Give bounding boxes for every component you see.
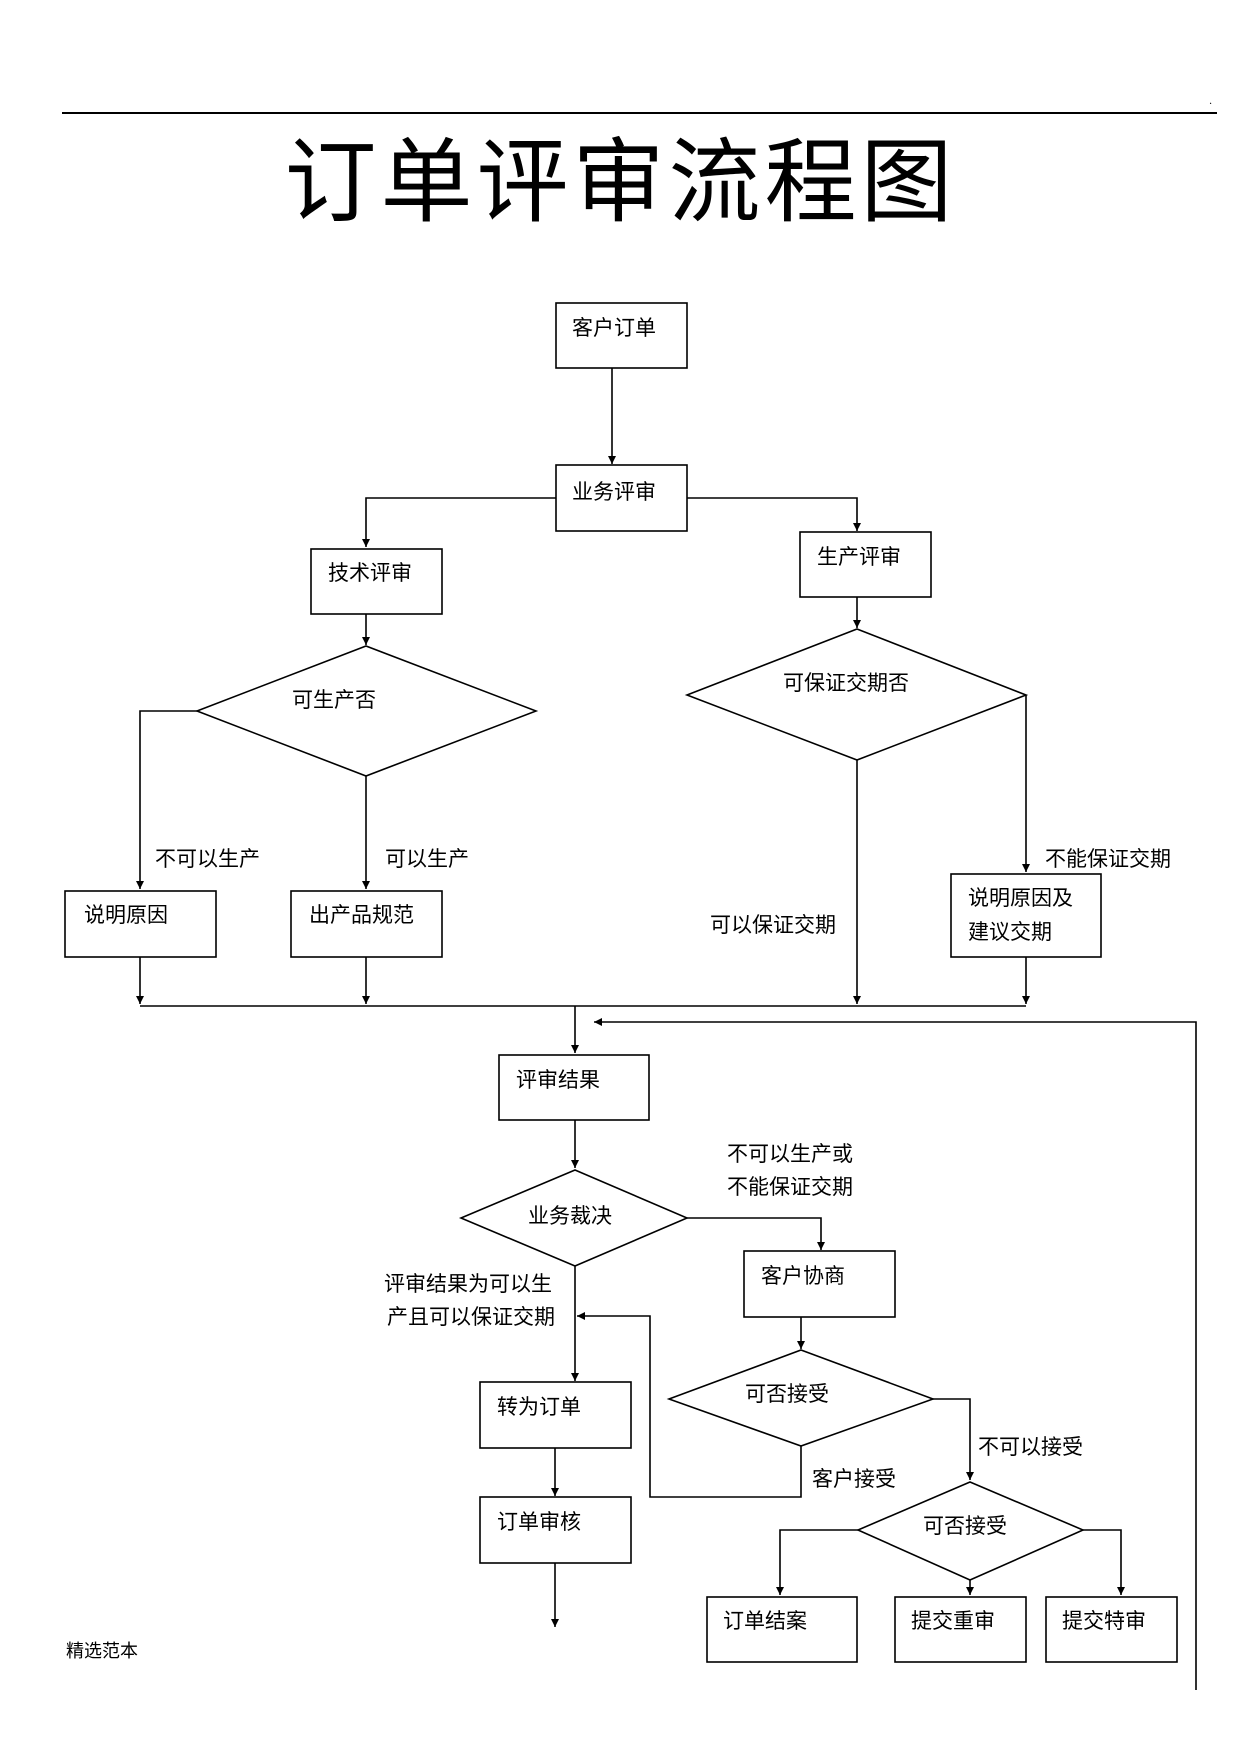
label-negative-1: 不可以生产或 bbox=[727, 1142, 853, 1166]
edge-customer-accepts bbox=[577, 1312, 802, 1498]
node-acceptable-2-diamond bbox=[856, 1481, 1086, 1581]
page-title: 订单评审流程图 bbox=[284, 129, 957, 236]
edge-cannot-produce bbox=[136, 710, 197, 889]
node-customer-negotiation bbox=[743, 1250, 896, 1318]
footer-text: 精选范本 bbox=[66, 1641, 138, 1662]
node-customer-order bbox=[555, 302, 688, 369]
label-cannot-guarantee: 不能保证交期 bbox=[1045, 847, 1171, 871]
header-rule bbox=[62, 112, 1217, 114]
edge-to-special-review bbox=[1083, 1529, 1125, 1595]
nodes bbox=[64, 302, 1178, 1663]
connectors bbox=[136, 368, 1197, 1690]
label-convert-order: 转为订单 bbox=[497, 1395, 581, 1419]
label-cannot-produce: 不可以生产 bbox=[155, 847, 260, 871]
label-not-acceptable: 不可以接受 bbox=[978, 1435, 1083, 1459]
label-customer-negotiation: 客户协商 bbox=[761, 1264, 845, 1288]
label-submit-re-review: 提交重审 bbox=[911, 1609, 995, 1633]
label-positive-2: 产且可以保证交期 bbox=[387, 1305, 555, 1329]
node-production-review bbox=[799, 531, 932, 598]
node-review-result bbox=[498, 1054, 650, 1121]
label-acceptable-2: 可否接受 bbox=[923, 1514, 1007, 1538]
node-submit-re-review bbox=[894, 1596, 1027, 1663]
node-explain-reason bbox=[64, 890, 217, 958]
node-order-audit bbox=[479, 1496, 632, 1564]
label-order-audit: 订单审核 bbox=[497, 1510, 581, 1534]
label-explain-reason: 说明原因 bbox=[84, 903, 168, 927]
edge-business-to-tech bbox=[362, 497, 556, 547]
label-explain-suggest-1: 说明原因及 bbox=[968, 886, 1073, 910]
edge-not-acceptable bbox=[933, 1398, 974, 1480]
edge-feedback-loop bbox=[594, 1018, 1197, 1690]
node-acceptable-1-diamond bbox=[666, 1349, 936, 1447]
node-business-review bbox=[555, 464, 688, 532]
label-business-review: 业务评审 bbox=[572, 480, 656, 504]
label-can-guarantee: 可保证交期否 bbox=[783, 671, 909, 695]
label-submit-special-review: 提交特审 bbox=[1062, 1609, 1146, 1633]
label-can-produce-yes: 可以生产 bbox=[385, 847, 469, 871]
label-tech-review: 技术评审 bbox=[328, 561, 412, 585]
edge-to-closed bbox=[776, 1529, 858, 1595]
node-can-produce-diamond bbox=[194, 645, 539, 777]
label-product-spec: 出产品规范 bbox=[309, 903, 414, 927]
edge-decision-to-negotiation bbox=[687, 1217, 825, 1250]
label-production-review: 生产评审 bbox=[817, 545, 901, 569]
label-review-result: 评审结果 bbox=[516, 1068, 600, 1092]
node-order-closed bbox=[706, 1596, 858, 1663]
label-acceptable-1: 可否接受 bbox=[745, 1382, 829, 1406]
label-customer-order: 客户订单 bbox=[572, 316, 656, 340]
label-can-guarantee: 可以保证交期 bbox=[710, 913, 836, 937]
edge-business-to-production bbox=[687, 497, 861, 531]
node-labels: 客户订单 业务评审 技术评审 生产评审 可生产否 可保证交期否 说明原因 出产品… bbox=[84, 316, 1146, 1633]
edge-labels: 不可以生产 可以生产 不能保证交期 可以保证交期 不可以生产或 不能保证交期 评… bbox=[155, 847, 1171, 1491]
label-business-decision: 业务裁决 bbox=[528, 1204, 612, 1228]
label-can-produce: 可生产否 bbox=[292, 688, 376, 712]
node-explain-suggest bbox=[950, 873, 1102, 958]
node-business-decision-diamond bbox=[458, 1169, 690, 1267]
label-negative-2: 不能保证交期 bbox=[727, 1175, 853, 1199]
node-convert-order bbox=[479, 1381, 632, 1449]
label-explain-suggest-2: 建议交期 bbox=[968, 920, 1052, 944]
node-tech-review bbox=[310, 548, 443, 615]
label-order-closed: 订单结案 bbox=[723, 1609, 807, 1633]
node-can-guarantee-diamond bbox=[684, 628, 1029, 761]
label-customer-accepts: 客户接受 bbox=[812, 1467, 896, 1491]
node-product-spec bbox=[290, 890, 443, 958]
corner-mark: . bbox=[1209, 96, 1213, 107]
node-submit-special-review bbox=[1045, 1596, 1178, 1663]
label-positive-1: 评审结果为可以生 bbox=[384, 1272, 552, 1296]
